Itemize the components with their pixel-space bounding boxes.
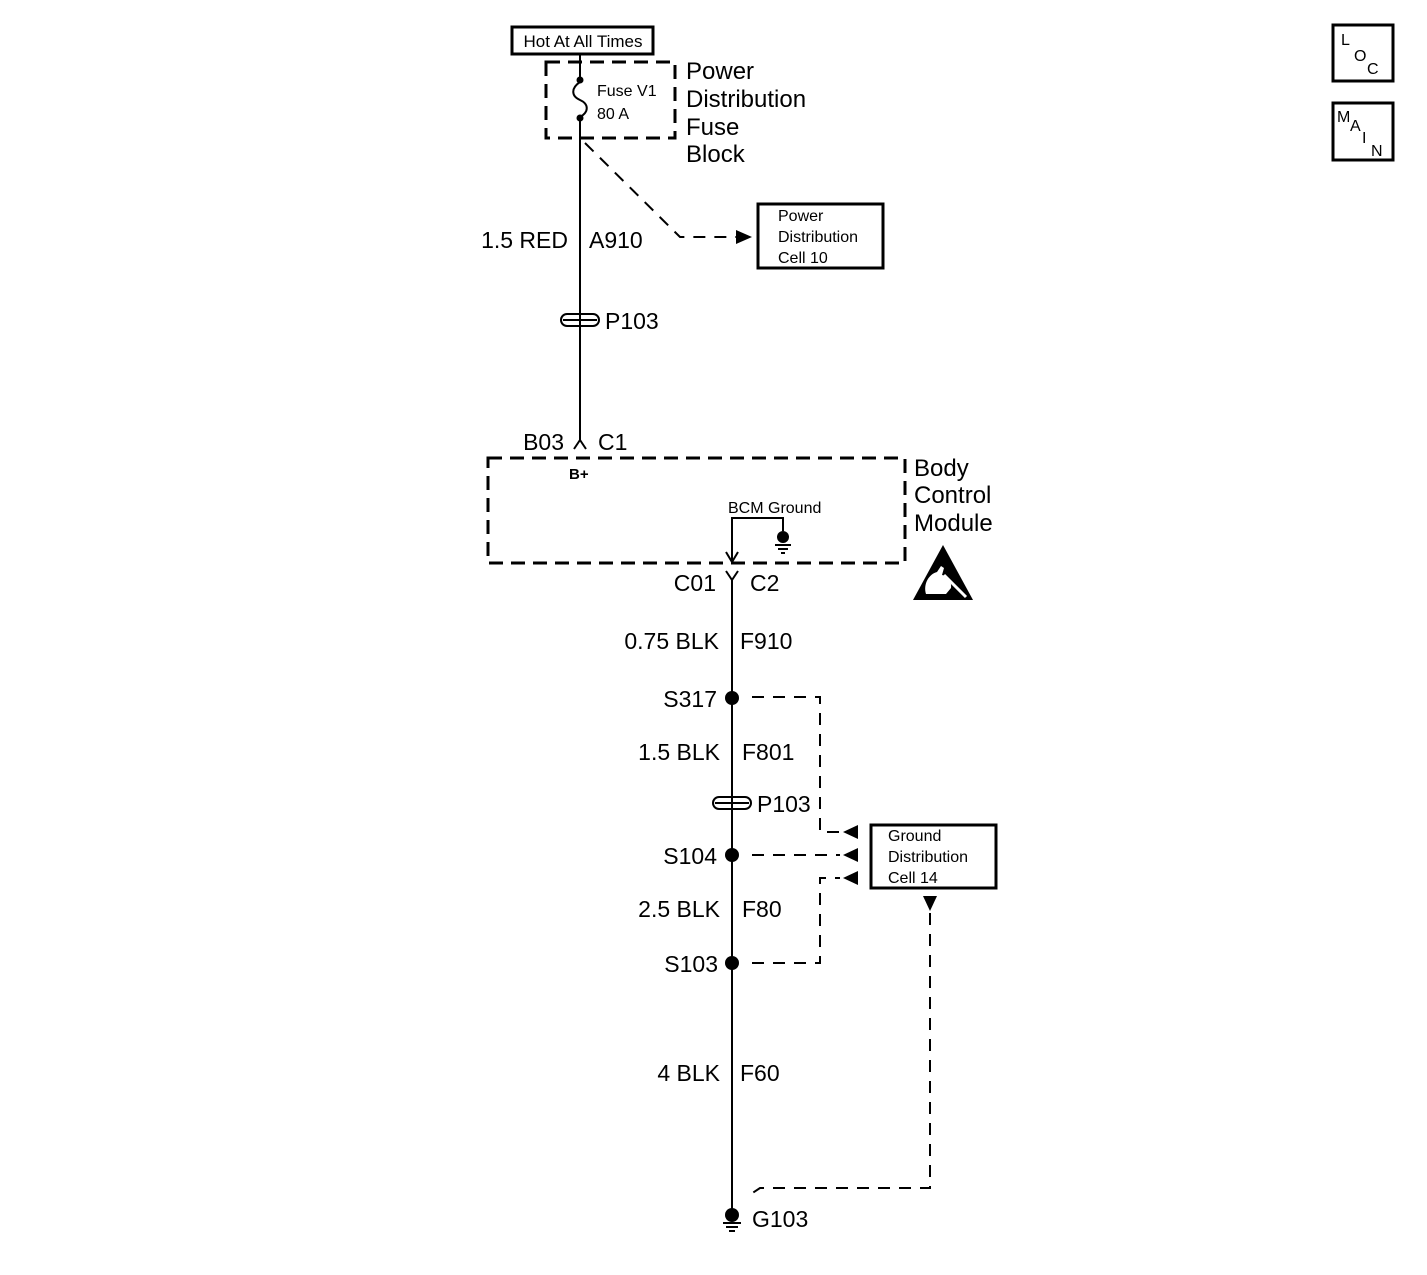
bcm-b-plus-label: B+ xyxy=(569,466,589,483)
connector-p103-lower-body xyxy=(712,796,752,810)
ground-g103-icon xyxy=(723,1208,741,1232)
wire-f801-size-color: 1.5 BLK xyxy=(638,739,720,765)
loc-letter-3: C xyxy=(1367,61,1379,78)
bcm-outline xyxy=(486,456,907,565)
connector-p103-upper-body xyxy=(560,313,600,327)
main-button[interactable]: M A I N xyxy=(1331,101,1395,162)
esd-hand xyxy=(925,566,952,594)
fuse-block-name-line-1: Power xyxy=(686,58,754,85)
ground-cell-ref-link[interactable]: Ground Distribution Cell 14 xyxy=(869,823,998,890)
main-letter-2: A xyxy=(1350,118,1361,135)
splice-s317-label: S317 xyxy=(663,686,717,712)
fuse-block-outline xyxy=(544,60,677,140)
ground-cell-down-arrow-icon xyxy=(923,896,937,911)
bcm-ground-internal-wire xyxy=(731,517,784,561)
splice-s317-ref-dashed-line xyxy=(752,696,840,833)
loc-button-frame[interactable] xyxy=(1331,23,1395,83)
loc-letter-1: L xyxy=(1341,32,1350,49)
fuse-rating: 80 A xyxy=(597,106,629,123)
bcm-name-line-2: Control xyxy=(914,482,991,509)
power-cell-ref-line-3: Cell 10 xyxy=(778,250,828,267)
splice-s104-dot xyxy=(725,848,739,862)
fuse-name: Fuse V1 xyxy=(597,83,657,100)
connector-c2-name: C2 xyxy=(750,570,779,596)
ground-cell-arrow-2-icon xyxy=(843,848,858,862)
ground-cell-to-g103-dashed-line xyxy=(747,913,931,1197)
connector-p103-upper-label: P103 xyxy=(605,308,659,334)
bcm-ground-dot xyxy=(777,531,789,543)
wire-f80-circuit: F80 xyxy=(742,896,782,922)
power-cell-ref-arrow-icon xyxy=(736,230,752,244)
wire-a910-circuit: A910 xyxy=(589,227,643,253)
connector-p103-upper-icon xyxy=(560,313,600,327)
wire-f60-circuit: F60 xyxy=(740,1060,780,1086)
splice-s103-label: S103 xyxy=(664,951,718,977)
connector-c2-icon xyxy=(725,570,739,582)
connector-c1-name: C1 xyxy=(598,429,627,455)
wire-f60-size-color: 4 BLK xyxy=(657,1060,720,1086)
fuse-terminal-top xyxy=(576,76,584,84)
ground-cell-ref-box[interactable] xyxy=(869,823,998,890)
main-letter-4: N xyxy=(1371,143,1383,160)
power-cell-ref-link[interactable]: Power Distribution Cell 10 xyxy=(756,202,885,270)
ground-g103-dot xyxy=(725,1208,739,1222)
wire-a910-size-color: 1.5 RED xyxy=(481,227,568,253)
bcm-ground-icon xyxy=(775,531,791,554)
ground-cell-arrow-1-icon xyxy=(843,825,858,839)
main-button-frame[interactable] xyxy=(1331,101,1395,162)
loc-button[interactable]: L O C xyxy=(1331,23,1395,83)
esd-slash xyxy=(942,573,968,599)
fuse-block-name-line-2: Distribution xyxy=(686,86,806,113)
connector-c1-icon xyxy=(573,438,587,450)
bcm-name-line-1: Body xyxy=(914,455,969,482)
main-letter-3: I xyxy=(1362,130,1366,147)
main-letter-1: M xyxy=(1337,109,1350,126)
wire-f80-size-color: 2.5 BLK xyxy=(638,896,720,922)
esd-warning-icon xyxy=(913,545,973,600)
power-cell-ref-line-1: Power xyxy=(778,208,824,225)
bcm-ground-arrow-icon xyxy=(725,551,739,564)
fuse-block-name-line-3: Fuse xyxy=(686,114,739,141)
splice-s317-dot xyxy=(725,691,739,705)
ground-g103-label: G103 xyxy=(752,1206,808,1232)
wire-f910-circuit: F910 xyxy=(740,628,792,654)
fuse-block-name-line-4: Block xyxy=(686,141,746,168)
splice-s104-label: S104 xyxy=(663,843,717,869)
power-source-label: Hot At All Times xyxy=(523,32,642,51)
ground-cell-ref-line-1: Ground xyxy=(888,828,941,845)
splice-s103-ref-dashed-line xyxy=(752,877,840,964)
splice-s103-dot xyxy=(725,956,739,970)
connector-p103-lower-label: P103 xyxy=(757,791,811,817)
ground-cell-ref-line-2: Distribution xyxy=(888,849,968,866)
ground-cell-arrow-3-icon xyxy=(843,871,858,885)
connector-p103-lower-icon xyxy=(712,796,752,810)
bcm-name-line-3: Module xyxy=(914,510,993,537)
power-cell-ref-line-2: Distribution xyxy=(778,229,858,246)
bcm-ground-label: BCM Ground xyxy=(728,500,821,517)
loc-letter-2: O xyxy=(1354,48,1366,65)
connector-c1-pin: B03 xyxy=(523,429,564,455)
power-source-box xyxy=(510,25,655,56)
fuse-icon xyxy=(572,81,588,118)
power-cell-ref-dashed-line xyxy=(584,142,736,238)
wire-f801-circuit: F801 xyxy=(742,739,794,765)
wire-f910-size-color: 0.75 BLK xyxy=(624,628,719,654)
connector-c2-pin: C01 xyxy=(674,570,716,596)
ground-cell-ref-line-3: Cell 14 xyxy=(888,870,938,887)
power-cell-ref-box[interactable] xyxy=(756,202,885,270)
